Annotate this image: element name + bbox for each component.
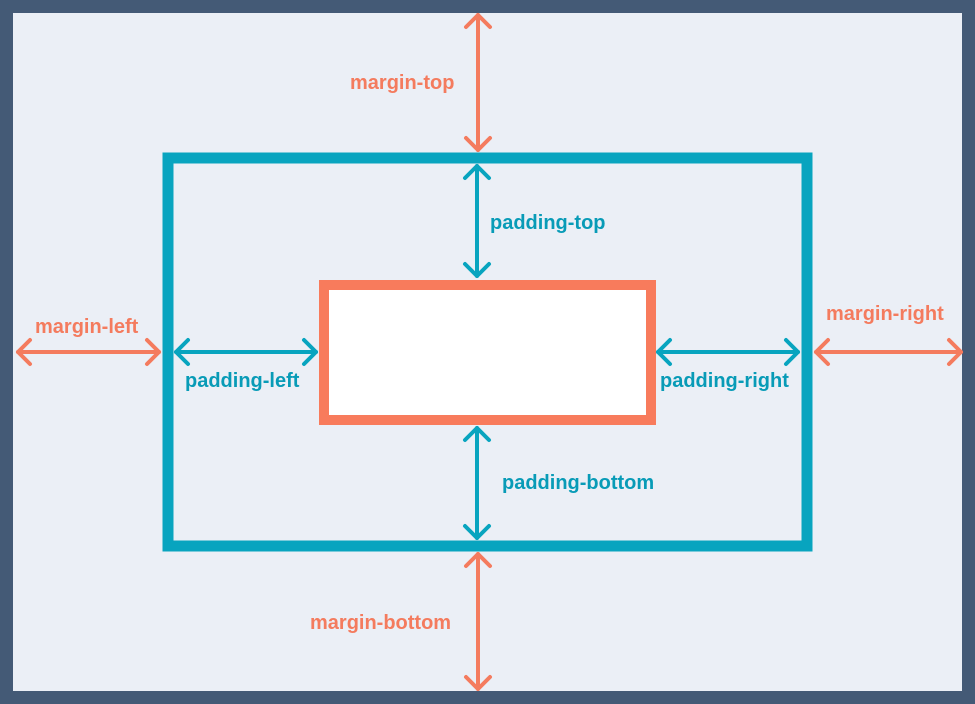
margin-right-label: margin-right bbox=[826, 303, 944, 325]
padding-right-arrow bbox=[656, 338, 800, 366]
padding-top-arrow bbox=[463, 164, 491, 278]
margin-top-arrow bbox=[464, 13, 492, 152]
margin-left-arrow bbox=[16, 338, 161, 366]
content-box bbox=[319, 280, 656, 425]
padding-left-arrow bbox=[174, 338, 318, 366]
padding-bottom-arrow bbox=[463, 426, 491, 540]
padding-right-label: padding-right bbox=[660, 370, 789, 392]
margin-top-label: margin-top bbox=[350, 72, 454, 94]
padding-box bbox=[162, 152, 813, 552]
margin-bottom-arrow bbox=[464, 552, 492, 691]
padding-bottom-label: padding-bottom bbox=[502, 472, 654, 494]
margin-bottom-label: margin-bottom bbox=[310, 612, 451, 634]
padding-left-label: padding-left bbox=[185, 370, 300, 392]
margin-left-label: margin-left bbox=[35, 316, 139, 338]
margin-right-arrow bbox=[814, 338, 963, 366]
padding-top-label: padding-top bbox=[490, 212, 606, 234]
